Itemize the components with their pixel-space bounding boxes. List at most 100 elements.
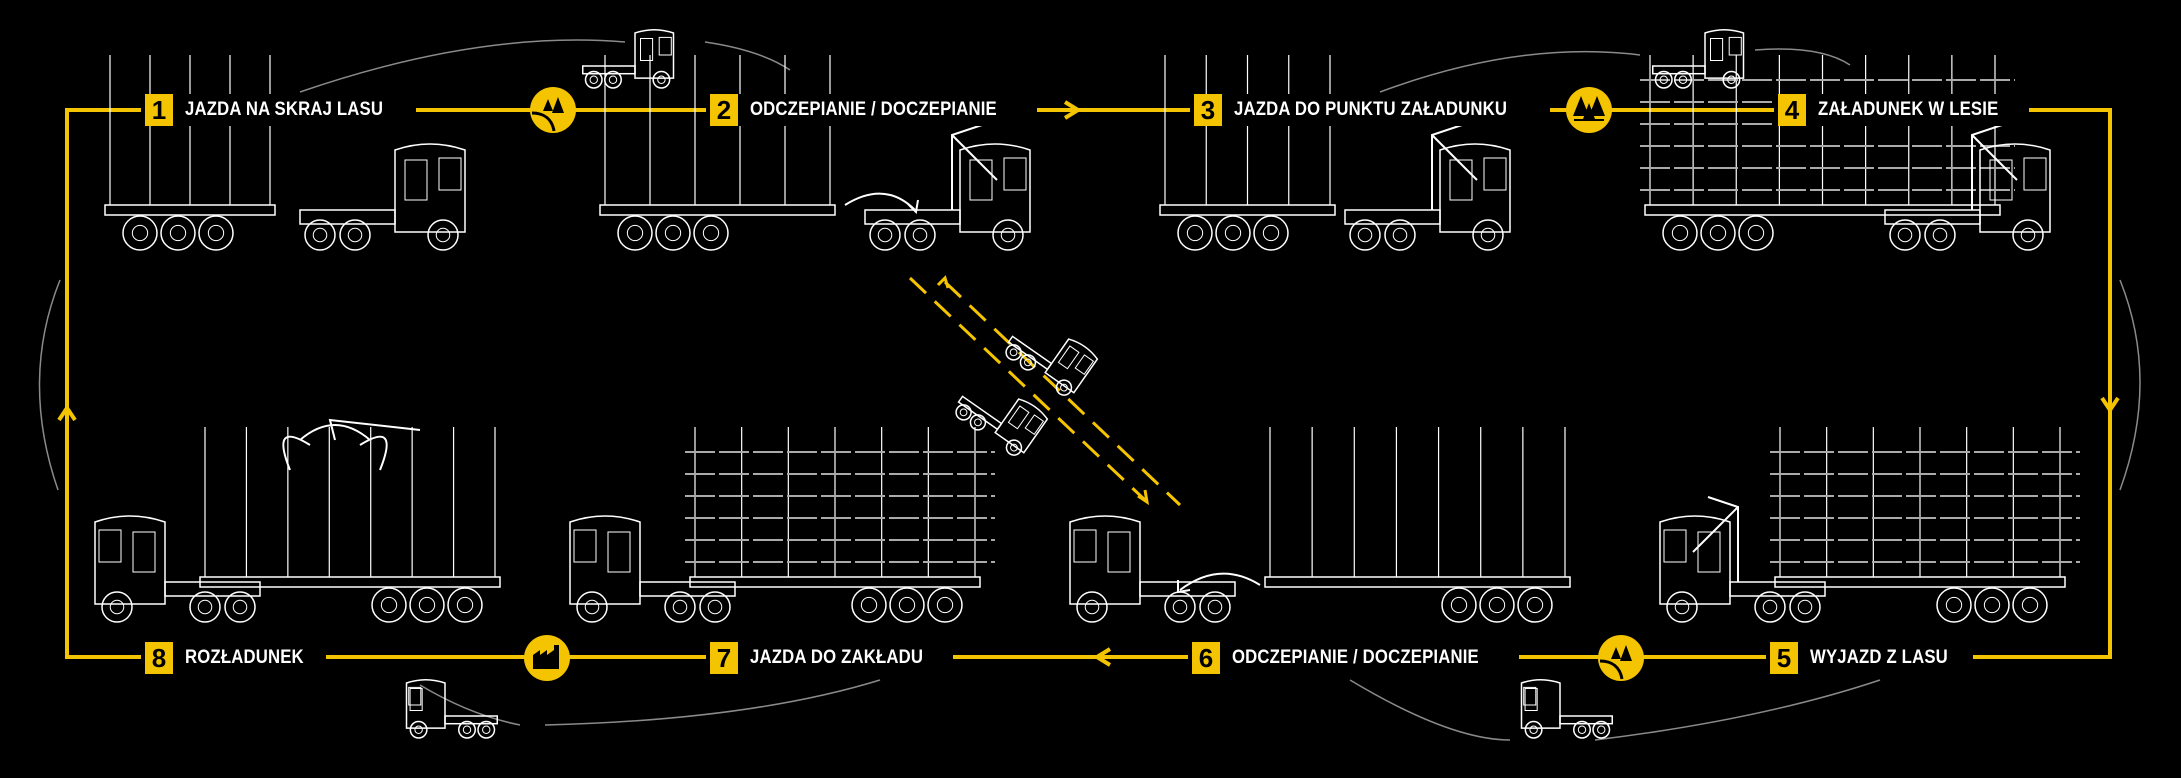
small-tractor	[1520, 678, 1613, 739]
chassis	[957, 395, 1003, 431]
wheel	[122, 215, 158, 251]
wheel	[1349, 219, 1381, 251]
timber-trailer	[104, 55, 276, 251]
wheel	[664, 591, 696, 623]
wheel-hub	[482, 725, 491, 734]
wheel	[458, 720, 476, 739]
wheel-hub	[1797, 599, 1813, 615]
timber-trailer	[1640, 55, 2015, 251]
cab-door	[640, 38, 654, 61]
connector-arc	[419, 684, 521, 726]
wheel	[427, 219, 459, 251]
wheel	[224, 591, 256, 623]
wheel-hub	[1262, 224, 1280, 242]
wheel	[1164, 591, 1196, 623]
wheel	[1005, 344, 1022, 361]
step-label: JAZDA NA SKRAJ LASU	[185, 99, 384, 120]
step-number: 3	[1194, 94, 1222, 126]
wheel-hub	[912, 227, 928, 243]
wheel	[1654, 70, 1673, 89]
wheel-hub	[1224, 224, 1242, 242]
arrow-left-icon	[1093, 647, 1112, 667]
wheel	[2012, 219, 2044, 251]
wheel-hub	[1488, 596, 1506, 614]
wheel-hub	[169, 224, 187, 242]
tractor-unit	[1659, 496, 1826, 623]
wheel-hub	[936, 596, 954, 614]
connector-arc	[38, 279, 61, 491]
log-grapple	[282, 418, 421, 471]
wheel	[992, 219, 1024, 251]
wheel	[1674, 70, 1692, 89]
step-number: 5	[1770, 642, 1798, 674]
arrow-head-icon	[907, 199, 919, 215]
wheel	[101, 591, 133, 623]
cab-door	[1449, 159, 1473, 201]
wheel	[927, 587, 963, 623]
cycle-path	[65, 108, 2112, 659]
cycle-flow-line	[38, 39, 2141, 741]
trailer-deck	[1159, 204, 1336, 216]
wheel-hub	[860, 596, 878, 614]
connector-arc	[1754, 48, 1851, 66]
crane	[951, 124, 998, 210]
cab	[1044, 338, 1099, 394]
wheel	[1700, 215, 1736, 251]
wheel	[371, 587, 407, 623]
tractor-unit	[1652, 28, 1745, 89]
wheel	[339, 219, 371, 251]
wheel	[189, 591, 221, 623]
wheel-hub	[347, 227, 363, 243]
connector-arc	[1379, 50, 1641, 93]
unhitch-arrow	[1179, 572, 1261, 591]
cab-window	[408, 686, 422, 706]
wheel-hub	[1932, 227, 1948, 243]
wheel-hub	[1392, 227, 1408, 243]
truck-step8	[94, 427, 501, 623]
trailer-deck	[1264, 576, 1571, 588]
chassis	[1344, 209, 1441, 225]
chassis	[639, 581, 736, 597]
small-tractor	[1652, 28, 1745, 89]
cab-window	[658, 36, 672, 56]
wheel	[1573, 720, 1591, 739]
tractor-unit	[569, 515, 736, 623]
wheel	[584, 70, 603, 89]
wheel	[409, 587, 445, 623]
wheel	[1479, 587, 1515, 623]
wheel-hub	[584, 599, 600, 615]
wheel	[1974, 587, 2010, 623]
cab-door	[1107, 531, 1131, 573]
arrow-down-right-icon	[1137, 489, 1150, 506]
chassis	[1559, 715, 1613, 725]
cab-window	[1003, 157, 1027, 191]
tractor-unit	[582, 28, 675, 89]
cab-door	[132, 531, 156, 573]
step-number: 2	[710, 94, 738, 126]
wheel-hub	[1727, 75, 1736, 84]
chassis	[299, 209, 396, 225]
cab	[394, 143, 466, 233]
wheel-hub	[1060, 383, 1068, 392]
arrow-up-icon	[57, 404, 77, 422]
chassis	[1729, 581, 1826, 597]
wheel	[198, 215, 234, 251]
tractor-unit	[1344, 124, 1511, 251]
wheel	[1662, 215, 1698, 251]
wheel	[1592, 720, 1611, 739]
wheel	[604, 70, 622, 89]
wheel	[1441, 587, 1477, 623]
wheel	[1936, 587, 1972, 623]
arrow-down-icon	[2100, 396, 2120, 414]
cab-window	[1663, 529, 1687, 563]
tractor-unit	[1069, 515, 1236, 623]
wheel-hub	[1024, 358, 1032, 367]
wheel	[1666, 591, 1698, 623]
wheel-hub	[109, 599, 125, 615]
cab	[569, 515, 641, 605]
cab-door	[1989, 159, 2013, 201]
